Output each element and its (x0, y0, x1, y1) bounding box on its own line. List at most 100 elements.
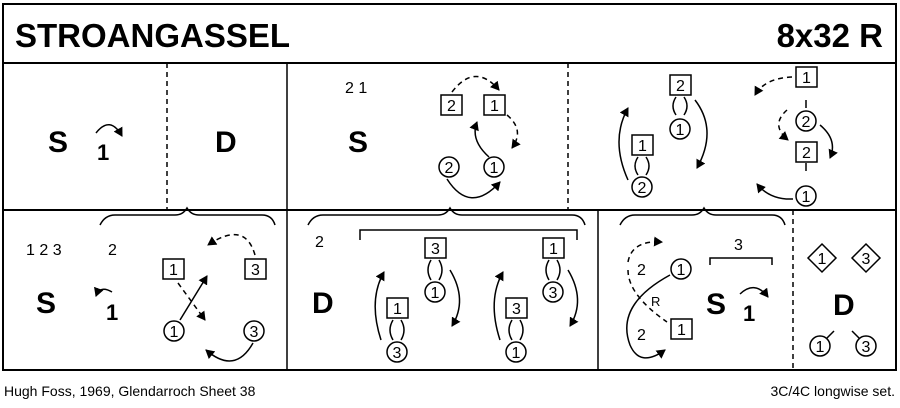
step-letter: S (348, 126, 368, 159)
couple-number: 3 (734, 237, 743, 254)
man-square-1 (162, 258, 185, 280)
man-square-1 (795, 66, 818, 88)
svg-text:2: 2 (802, 114, 811, 131)
step-letter: S (706, 288, 726, 321)
dashed-arrow-icon (627, 236, 663, 263)
svg-text:3: 3 (431, 241, 440, 258)
arrow-icon (449, 269, 461, 327)
hands-link-icon (634, 156, 650, 176)
man-square-3 (244, 258, 267, 280)
couple-numbers: 2 1 (345, 80, 367, 97)
hands-link-icon (427, 259, 443, 281)
hands-link-icon (508, 319, 524, 341)
woman-circle-1 (809, 335, 831, 357)
couple-number: 2 (108, 242, 117, 259)
svg-text:2: 2 (445, 160, 454, 177)
turn-arrow-icon (739, 287, 769, 298)
woman-circle-2 (631, 176, 653, 198)
couple-number: 2 (637, 262, 646, 279)
woman-circle-3 (855, 335, 877, 357)
hands-link-icon (389, 319, 405, 341)
svg-text:3: 3 (512, 301, 521, 318)
dashed-arrow-icon (627, 269, 668, 323)
svg-text:1: 1 (802, 189, 811, 206)
dashed-arrow-icon (778, 109, 789, 141)
arrow-icon (469, 121, 490, 158)
svg-text:3: 3 (251, 262, 260, 279)
svg-text:1: 1 (490, 160, 499, 177)
couple-numbers: 1 2 3 (26, 242, 62, 259)
man-square-1 (670, 318, 693, 340)
footer-set: 3C/4C longwise set. (770, 383, 895, 399)
svg-text:1: 1 (431, 285, 440, 302)
man-square-2 (440, 94, 463, 116)
man-square-2 (795, 141, 818, 163)
couple-number: 2 (315, 234, 324, 251)
panel-bars-3-4: D (215, 126, 237, 159)
phrase-bracket (99, 206, 276, 226)
panel-bars-25-32: 1 3 D 1 3 (806, 242, 882, 357)
reel-label: R (651, 294, 660, 309)
hands-link-icon (672, 96, 688, 116)
dashed-arrow-icon (506, 114, 521, 149)
panel-bars-5-8: 2 1 S 2 1 2 1 (345, 75, 521, 199)
arrow-icon (205, 342, 254, 362)
step-letter: D (312, 287, 334, 320)
woman-circle-1 (669, 118, 691, 140)
svg-text:3: 3 (862, 251, 871, 268)
man-square-1 (483, 94, 506, 116)
panel-bars-17-20: 2 D 3 1 1 3 1 3 3 1 (307, 206, 586, 363)
svg-text:1: 1 (677, 262, 686, 279)
svg-text:2: 2 (802, 145, 811, 162)
svg-text:1: 1 (638, 138, 647, 155)
turn-number: 1 (743, 301, 755, 326)
svg-text:1: 1 (169, 262, 178, 279)
dance-format: 8x32 R (777, 17, 884, 54)
phrase-bracket (307, 206, 586, 226)
panel-bars-13-16: 1 2 3 2 S 1 1 3 1 3 (26, 206, 276, 362)
woman-circle-3 (386, 341, 408, 363)
svg-text:2: 2 (676, 78, 685, 95)
svg-text:2: 2 (638, 180, 647, 197)
phrase-sub-bracket (709, 257, 773, 265)
dashed-arrow-icon (754, 76, 793, 96)
arrow-icon (374, 271, 385, 341)
svg-text:1: 1 (677, 322, 686, 339)
man-square-2 (669, 74, 692, 96)
outer-frame (2, 3, 897, 371)
woman-circle-2 (795, 110, 817, 132)
svg-text:1: 1 (816, 339, 825, 356)
man-square-3 (424, 237, 447, 259)
svg-text:1: 1 (490, 98, 499, 115)
step-letter: D (215, 126, 237, 159)
arrow-icon (819, 124, 838, 159)
arrow-icon (567, 269, 579, 327)
arrow-icon (493, 271, 504, 341)
arrow-icon (618, 107, 629, 181)
man-square-1 (542, 237, 565, 259)
svg-text:1: 1 (818, 251, 827, 268)
arrow-icon (626, 274, 671, 359)
step-letter: D (833, 289, 855, 322)
svg-text:1: 1 (393, 301, 402, 318)
woman-circle-3 (542, 281, 564, 303)
svg-text:1: 1 (170, 324, 179, 341)
panel-bars-1-2: S 1 (48, 124, 123, 165)
turn-arrow-icon (95, 124, 123, 137)
man-square-1 (386, 297, 409, 319)
woman-circle-1 (424, 281, 446, 303)
dashed-arrow-icon (207, 233, 256, 256)
arrow-icon (694, 99, 708, 169)
hands-link-icon (545, 259, 561, 281)
phrase-bracket (619, 206, 786, 226)
diamond-3 (850, 242, 882, 274)
woman-circle-2 (438, 156, 460, 178)
man-square-1 (631, 134, 654, 156)
woman-circle-3 (243, 320, 265, 342)
couple-number: 2 (637, 327, 646, 344)
dance-title: STROANGASSEL (15, 17, 290, 54)
turn-number: 1 (97, 140, 109, 165)
svg-text:3: 3 (393, 345, 402, 362)
panel-bars-9-12: 2 1 1 2 1 2 2 1 (618, 66, 838, 207)
